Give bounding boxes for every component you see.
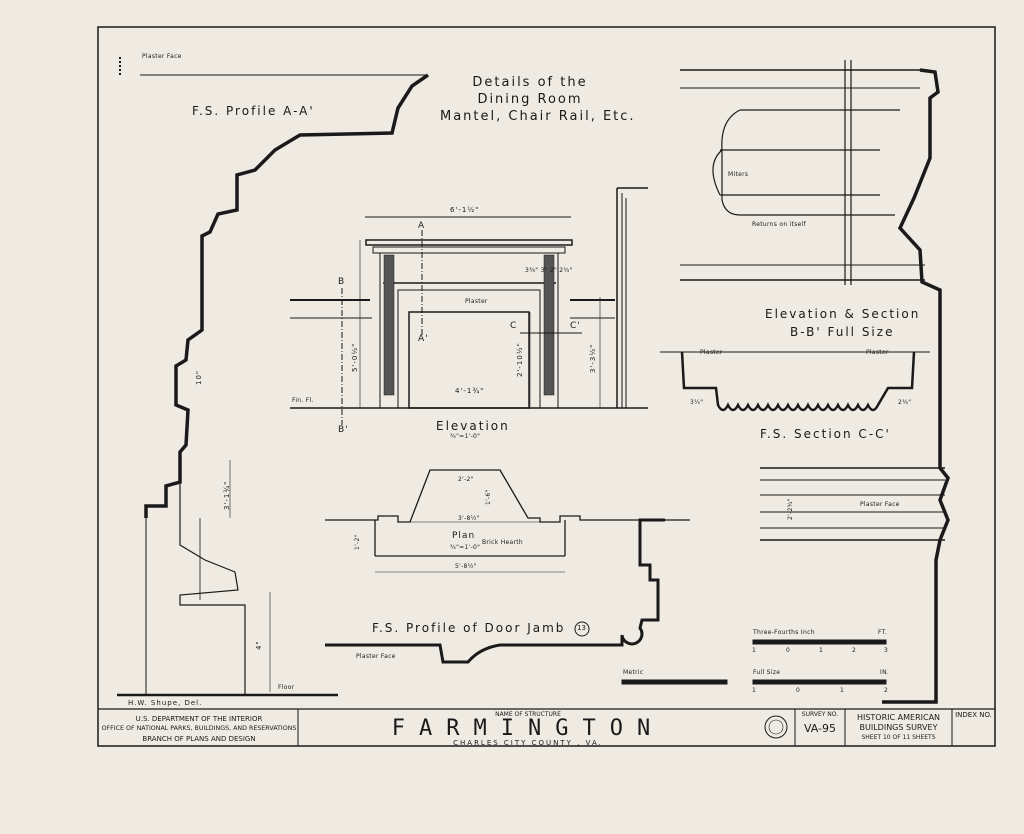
mantel-elevation — [290, 187, 648, 425]
label-miters: Miters — [728, 171, 749, 178]
scale-label: Metric — [623, 669, 644, 676]
dim-label: 3'-8½" — [458, 515, 480, 522]
agency-line: BRANCH OF PLANS AND DESIGN — [142, 735, 256, 743]
dim-label: 4'-1¾" — [455, 387, 485, 395]
section-marker-b: B — [338, 277, 346, 287]
section-marker-b-prime: B' — [338, 425, 349, 435]
label-plaster-face: Plaster Face — [860, 501, 900, 508]
dim-label: 1'-6" — [485, 489, 492, 505]
label-full-size: B-B' Full Size — [790, 325, 895, 339]
section-marker-a: A — [418, 221, 426, 231]
dim-label: 2¾" — [898, 399, 912, 406]
scale-label: Full Size — [753, 669, 781, 676]
structure-block: NAME OF STRUCTURE FARMINGTON CHARLES CIT… — [298, 710, 758, 747]
label-fin-floor: Fin. Fl. — [292, 397, 314, 404]
label-plaster-face: Plaster Face — [356, 653, 396, 660]
scale-unit: FT. — [878, 629, 888, 636]
chair-rail-elevation — [760, 467, 945, 541]
door-number-circle — [574, 621, 590, 637]
section-marker-c: C — [510, 321, 518, 331]
agency-line: OFFICE OF NATIONAL PARKS, BUILDINGS, AND… — [101, 725, 297, 732]
label-elevation-section: Elevation & Section — [765, 307, 921, 321]
scale-unit: IN. — [880, 669, 890, 676]
label-profile-aa: F.S. Profile A-A' — [192, 104, 315, 118]
scale-tick: 1 — [840, 687, 845, 694]
dim-label: 2'-2" — [458, 476, 474, 483]
scale-tick: 1 — [752, 647, 757, 654]
label-scale: ¾"=1'-0" — [450, 544, 481, 551]
dim-label: 1'-2" — [354, 534, 361, 550]
wall-profile-right — [882, 68, 950, 704]
door-jamb-profile — [325, 518, 665, 664]
structure-location: CHARLES CITY COUNTY , VA. — [453, 739, 603, 747]
dim-label: 3¼" — [690, 399, 704, 406]
sheet-border — [97, 26, 996, 747]
section-bb-detail — [680, 60, 950, 704]
scale-tick: 0 — [786, 647, 791, 654]
dim-label: 2'-10½" — [516, 342, 524, 377]
scale-tick: 0 — [796, 687, 801, 694]
plan-drawing — [325, 469, 690, 573]
name-label: NAME OF STRUCTURE — [495, 711, 561, 718]
dim-label: 6'-1½" — [450, 206, 480, 214]
scale-tick: 2 — [884, 687, 889, 694]
index-label: INDEX NO. — [955, 711, 992, 719]
scale-tick: 2 — [852, 647, 857, 654]
survey-label: SURVEY NO. — [801, 711, 839, 718]
label-plaster: Plaster — [866, 349, 889, 356]
label-scale: ¾"=1'-0" — [450, 433, 481, 440]
label-plaster-face: Plaster Face — [142, 53, 182, 60]
label-brick-hearth: Brick Hearth — [482, 539, 524, 546]
structure-name: FARMINGTON — [391, 716, 665, 741]
door-number: 13 — [577, 624, 586, 632]
seal-icon — [764, 715, 788, 739]
agency-block: U.S. DEPARTMENT OF THE INTERIOR OFFICE O… — [100, 714, 298, 750]
habs-line: BUILDINGS SURVEY — [859, 723, 938, 732]
dim-label: 5'-0½" — [351, 342, 359, 372]
survey-block: SURVEY NO. VA-95 — [795, 710, 845, 746]
label-floor: Floor — [278, 684, 295, 691]
title-line: Details of the — [472, 75, 588, 90]
dim-label: 5'-8½" — [455, 563, 477, 570]
label-plaster: Plaster — [465, 298, 488, 305]
agency-line: U.S. DEPARTMENT OF THE INTERIOR — [135, 715, 263, 723]
survey-number: VA-95 — [803, 722, 837, 735]
section-cc-outline — [680, 351, 916, 412]
drawing-title: Details of the Dining Room Mantel, Chair… — [440, 74, 636, 125]
scale-tick: 1 — [752, 687, 757, 694]
dim-label: 3'-1¾" — [223, 480, 231, 510]
habs-block: HISTORIC AMERICAN BUILDINGS SURVEY SHEET… — [845, 713, 952, 749]
sheet-number: SHEET 10 OF 11 SHEETS — [861, 734, 936, 741]
scale-label: Three-Fourths Inch — [753, 629, 815, 636]
dim-label: 4" — [255, 640, 263, 650]
dim-label: 10" — [195, 369, 203, 385]
label-plaster: Plaster — [700, 349, 723, 356]
section-marker-c-prime: C' — [570, 321, 581, 331]
label-returns: Returns on itself — [752, 221, 807, 228]
dim-label: 2'-2¾" — [787, 498, 794, 520]
label-door-jamb: F.S. Profile of Door Jamb — [372, 621, 566, 635]
scale-tick: 1 — [819, 647, 824, 654]
label-plan: Plan — [452, 531, 476, 541]
title-line: Dining Room — [477, 92, 583, 107]
scale-tick: 3 — [884, 647, 889, 654]
delineator-credit: H.W. Shupe, Del. — [128, 699, 203, 707]
label-section-cc: F.S. Section C-C' — [760, 427, 891, 441]
habs-line: HISTORIC AMERICAN — [856, 713, 941, 722]
title-block-dividers — [297, 709, 953, 746]
dim-label: 3'-3½" — [589, 343, 597, 373]
section-marker-a-prime: A' — [418, 334, 429, 344]
label-elevation: Elevation — [436, 419, 510, 433]
title-line: Mantel, Chair Rail, Etc. — [440, 109, 636, 124]
dim-label: 3⅜" 3" 2" 2¾" — [525, 267, 573, 274]
scale-bars — [621, 639, 887, 685]
